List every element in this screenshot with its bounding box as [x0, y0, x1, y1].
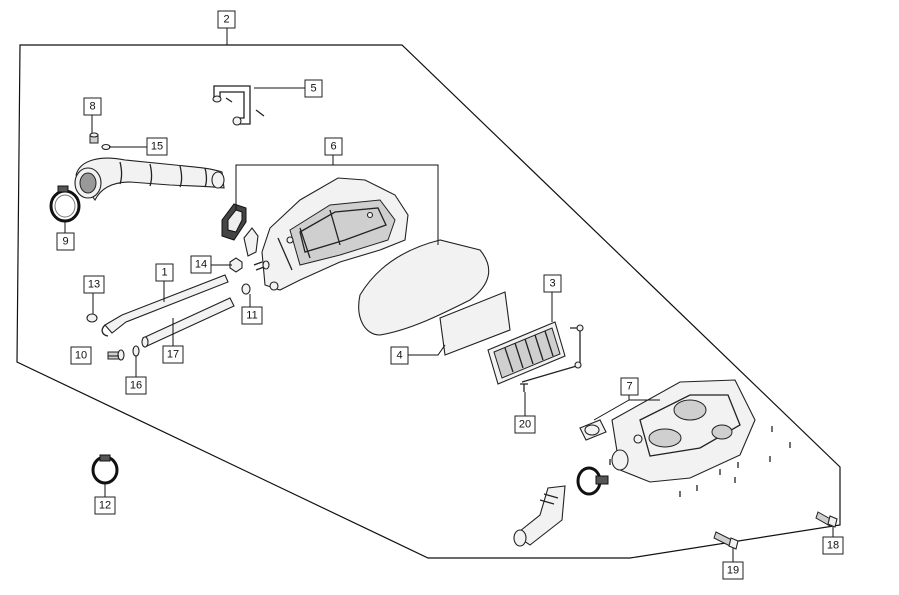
svg-text:16: 16 [130, 380, 142, 392]
leader-lines [64, 28, 834, 562]
callout-9: 9 [56, 232, 75, 251]
svg-text:17: 17 [167, 349, 179, 361]
svg-text:4: 4 [396, 350, 402, 362]
svg-text:15: 15 [151, 141, 163, 153]
svg-text:18: 18 [827, 540, 839, 552]
callout-14: 14 [190, 255, 212, 274]
callout-17: 17 [162, 345, 184, 364]
housing-grommet [221, 203, 259, 257]
part-8-plug [89, 132, 99, 144]
callout-19: 19 [722, 561, 744, 580]
callout-1: 1 [155, 263, 174, 282]
callout-10: 10 [70, 346, 92, 365]
svg-text:10: 10 [75, 350, 87, 362]
svg-text:8: 8 [89, 101, 95, 113]
svg-text:3: 3 [549, 278, 555, 290]
callout-18: 18 [822, 536, 844, 555]
part-4-filter-seal [358, 239, 511, 356]
callout-16: 16 [125, 376, 147, 395]
part-13-clip [86, 313, 98, 323]
svg-text:14: 14 [195, 259, 207, 271]
svg-text:12: 12 [99, 500, 111, 512]
svg-text:2: 2 [223, 14, 229, 26]
part-10-screw [107, 349, 125, 361]
svg-text:11: 11 [246, 310, 257, 322]
part-17-hose [141, 297, 235, 348]
cover-fitting [579, 419, 607, 441]
intake-duct [74, 157, 225, 202]
callout-4: 4 [390, 346, 409, 365]
callout-6: 6 [324, 137, 343, 156]
elbow-clamp [576, 466, 609, 496]
callout-5: 5 [304, 79, 323, 98]
svg-text:6: 6 [330, 141, 336, 153]
part-12-clamp [91, 454, 119, 485]
part-16-ring [132, 345, 140, 357]
callout-12: 12 [94, 496, 116, 515]
part-9-clamp [49, 185, 81, 223]
callout-8: 8 [83, 97, 102, 116]
callout-13: 13 [83, 275, 105, 294]
callout-11: 11 [241, 306, 263, 325]
svg-text:20: 20 [519, 419, 531, 431]
part-7-airbox-cover [611, 379, 756, 483]
callout-2: 2 [217, 10, 236, 29]
part-5-bent-rod [212, 85, 265, 126]
callout-3: 3 [543, 274, 562, 293]
callout-15: 15 [146, 137, 168, 156]
svg-text:19: 19 [727, 565, 739, 577]
svg-text:13: 13 [88, 279, 100, 291]
svg-text:5: 5 [310, 83, 316, 95]
callout-7: 7 [620, 377, 639, 396]
cover-screws [609, 426, 791, 497]
svg-text:9: 9 [62, 236, 68, 248]
elbow-hose [513, 485, 566, 547]
part-15-washer [101, 143, 111, 151]
part-19-bolt [713, 531, 739, 550]
part-6-airbox-housing [261, 177, 409, 291]
part-11-cap [241, 283, 251, 295]
callout-20: 20 [514, 415, 536, 434]
svg-text:1: 1 [161, 267, 167, 279]
svg-text:7: 7 [626, 381, 632, 393]
part-20-screw [520, 383, 528, 392]
part-3-filter-cartridge [487, 321, 584, 385]
part-1-breather-hose [101, 274, 229, 337]
part-18-bolt [815, 511, 838, 528]
part-14-fitting [229, 257, 270, 273]
